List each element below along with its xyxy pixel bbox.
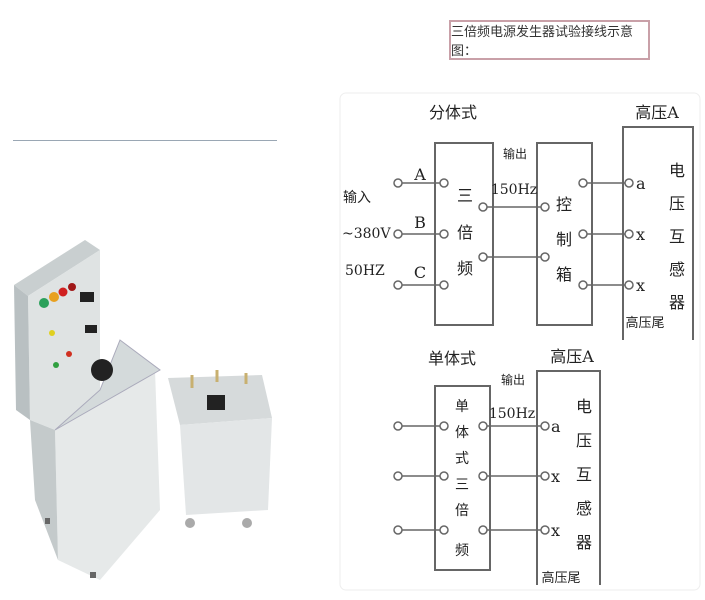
transformer-label-char: 压 (669, 194, 685, 213)
single-output-frequency: 150Hz (489, 406, 535, 422)
single-hv-tail-label: 高压尾 (541, 570, 580, 586)
phase-b-label: B (414, 213, 426, 232)
hv-heading: 高压A (635, 103, 679, 122)
control-box-label-char: 制 (556, 230, 572, 249)
generator-label-char: 三 (457, 186, 473, 205)
split-type-diagram (393, 126, 694, 340)
phase-a-label: A (413, 165, 426, 184)
output-label: 输出 (503, 146, 527, 161)
transformer-label-char: 互 (669, 227, 685, 246)
divider-line (13, 140, 277, 141)
transformer-tank (168, 370, 272, 528)
split-heading: 分体式 (429, 103, 477, 122)
generator-label-char: 式 (455, 451, 469, 467)
transformer-label-char: 电 (576, 397, 592, 416)
input-frequency: 50HZ (345, 263, 385, 279)
generator-label-char: 单 (455, 399, 469, 415)
input-voltage: ~380V (342, 226, 391, 242)
single-hv-heading: 高压A (550, 347, 594, 366)
generator-label-char: 频 (455, 543, 469, 559)
generator-label-char: 倍 (455, 503, 469, 519)
transformer-label-char: 感 (576, 499, 592, 518)
terminal-circles (393, 421, 550, 535)
control-box-label-char: 控 (556, 195, 572, 214)
product-photo (14, 240, 272, 580)
terminal-label: x (551, 467, 560, 486)
terminal-label: x (636, 225, 645, 244)
generator-label-char: 频 (457, 259, 473, 278)
terminal-label: a (636, 174, 646, 193)
input-label: 输入 (343, 190, 371, 206)
generator-label-char: 体 (455, 425, 469, 441)
phase-c-label: C (414, 263, 426, 282)
generator-box (434, 385, 491, 571)
transformer-label-char: 电 (669, 161, 685, 180)
terminal-label: x (636, 276, 645, 295)
terminal-label: x (551, 521, 560, 540)
terminal-circles (393, 178, 634, 290)
single-type-diagram (393, 370, 601, 585)
single-heading: 单体式 (428, 349, 476, 368)
transformer-label-char: 压 (576, 431, 592, 450)
diagram-title: 三倍频电源发生器试验接线示意图： (449, 20, 650, 60)
generator-label-char: 三 (455, 477, 469, 493)
generator-label-char: 倍 (457, 223, 473, 242)
transformer-label-char: 感 (669, 260, 685, 279)
transformer-label-char: 互 (576, 465, 592, 484)
terminal-label: a (551, 417, 561, 436)
hv-tail-label: 高压尾 (625, 315, 664, 331)
transformer-box (536, 370, 601, 585)
single-output-label: 输出 (501, 372, 525, 387)
output-frequency: 150Hz (491, 182, 537, 198)
transformer-label-char: 器 (576, 533, 592, 552)
transformer-label-char: 器 (669, 293, 685, 312)
control-box-label-char: 箱 (556, 265, 572, 284)
control-cabinet (14, 240, 161, 580)
diagram-panel (339, 92, 701, 591)
